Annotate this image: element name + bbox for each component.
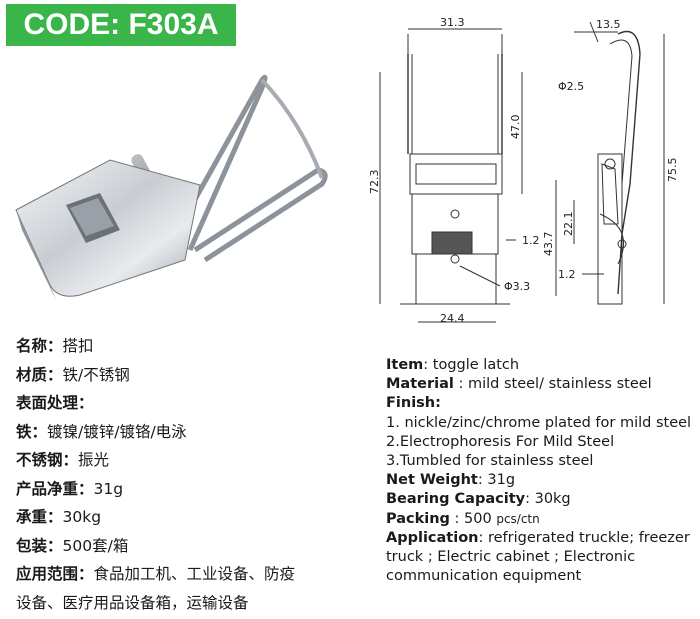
dim-upper-height: 47.0 [509,115,522,140]
en-finish-1: 1. nickle/zinc/chrome plated for mild st… [386,414,692,431]
dim-total-height: 72.3 [368,170,381,195]
dim-hook-width: 13.5 [596,18,621,31]
cn-material-row: 材质：铁/不锈钢 [16,365,130,384]
dim-side-lower: 43.7 [542,232,555,257]
en-material-row: Material : mild steel/ stainless steel [386,376,652,393]
en-weight-row: Net Weight: 31g [386,472,516,489]
dimension-drawings: 31.3 47.0 72.3 1.2 Φ3.3 24.4 13.5 Φ2.5 7… [368,16,679,324]
dim-side-mid: 22.1 [562,212,575,237]
cn-iron-row: 铁：镀镍/镀锌/镀铬/电泳 [16,422,187,441]
dim-top-width: 31.3 [440,16,465,29]
dim-side-total: 75.5 [666,158,679,183]
cn-finish-row: 表面处理： [16,394,94,412]
en-finish-3: 3.Tumbled for stainless steel [386,453,594,470]
cn-load-row: 承重：30kg [16,508,102,526]
en-finish-2: 2.Electrophoresis For Mild Steel [386,433,615,450]
cn-name-row: 名称：搭扣 [16,337,94,355]
cn-weight-row: 产品净重：31g [16,479,124,498]
dim-pin: Φ2.5 [558,80,584,93]
wire-bail [172,74,268,252]
dim-hole: Φ3.3 [504,280,530,293]
en-finish-row: Finish: [386,395,441,412]
cn-packing-row: 包装：500套/箱 [16,536,129,555]
en-item-row: Item: toggle latch [386,357,520,373]
english-spec-list: Item: toggle latch Material : mild steel… [386,356,698,586]
product-code-badge: CODE: F303A [6,4,236,46]
latch-product-photo [15,74,328,300]
dim-bottom-width: 24.4 [440,312,465,324]
en-packing-row: Packing : 500 pcs/ctn [386,510,540,527]
cn-application-row: 应用范围：食品加工机、工业设备、防疫 [16,565,296,583]
dim-side-offset: 1.2 [558,268,576,281]
cn-application-row-2: 设备、医疗用品设备箱，运输设备 [16,593,249,612]
en-capacity-row: Bearing Capacity: 30kg [386,491,571,508]
chinese-spec-list: 名称：搭扣 材质：铁/不锈钢 表面处理： 铁：镀镍/镀锌/镀铬/电泳 不锈钢：振… [16,332,376,617]
en-application-row: Application: refrigerated truckle; freez… [386,529,690,585]
dim-side-clearance: 1.2 [522,234,540,247]
cn-stainless-row: 不锈钢：振光 [16,451,110,469]
